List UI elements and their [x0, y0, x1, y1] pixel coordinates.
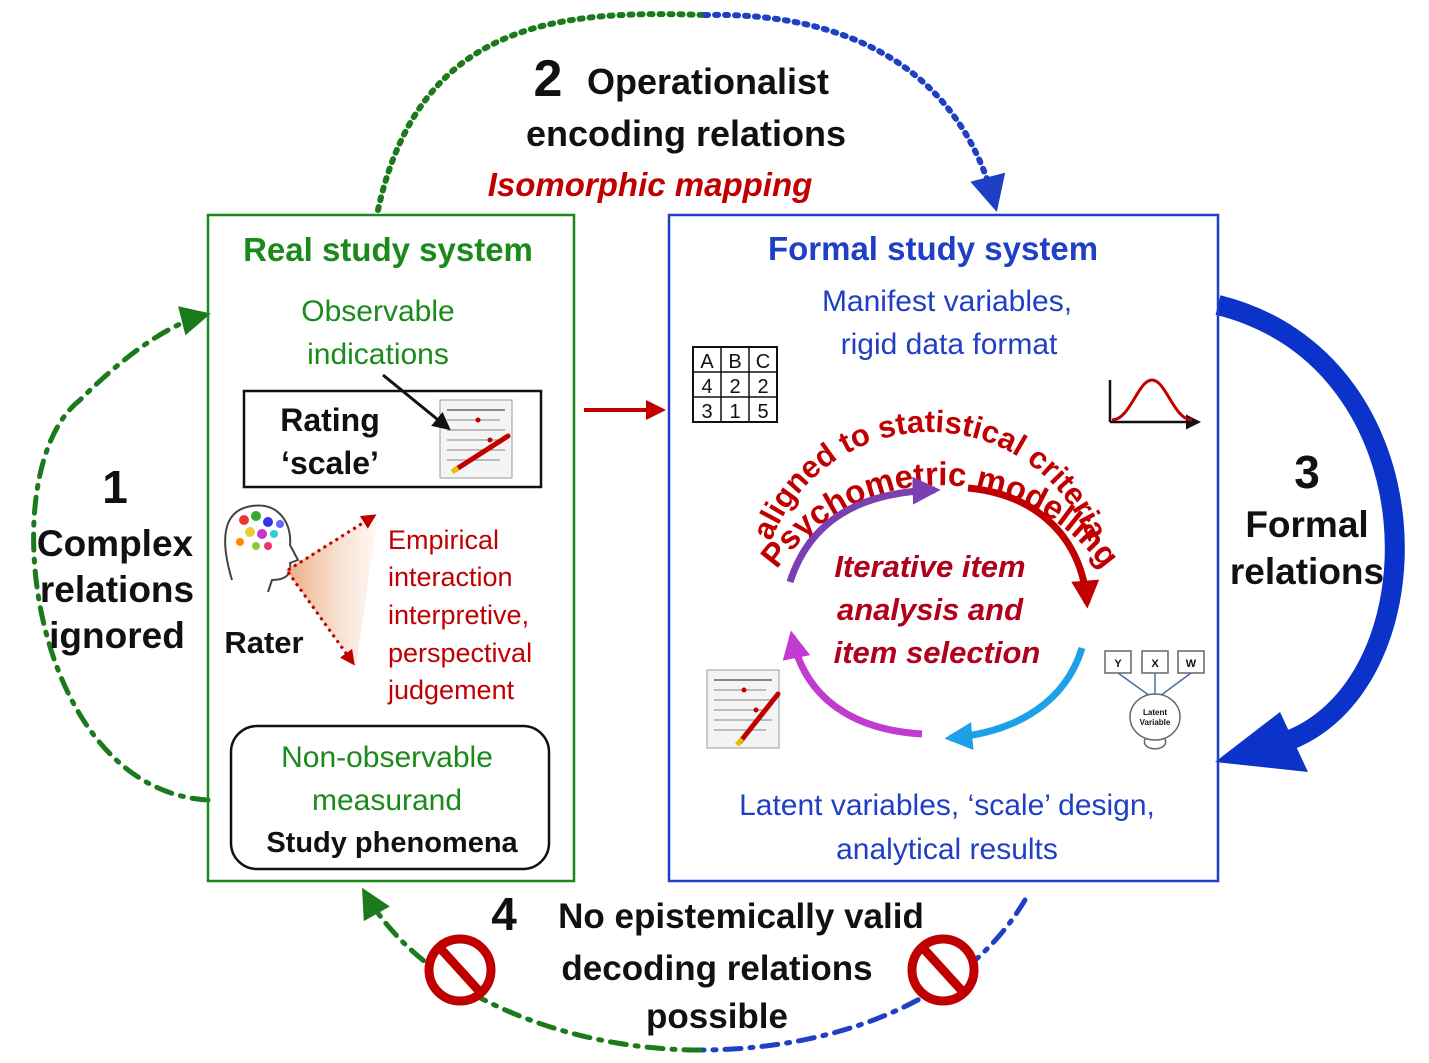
table-cell: 3	[701, 401, 712, 423]
study-phenomena: Study phenomena	[266, 827, 518, 859]
manifest-line1: Manifest variables,	[822, 285, 1072, 318]
observable-pointer-arrow	[382, 373, 451, 431]
relation-2-number: 2	[534, 50, 563, 108]
formal-study-system: Formal study system Manifest variables, …	[667, 213, 1220, 883]
relation-2-title-line2: encoding relations	[526, 113, 846, 154]
relation-2-subtitle: Isomorphic mapping	[488, 166, 813, 203]
decoding-arc-green	[362, 887, 703, 1053]
iterative-line1: Iterative item	[834, 549, 1025, 584]
relation-3-number: 3	[1294, 446, 1320, 498]
empirical-line2: interaction	[388, 562, 513, 592]
table-cell: B	[728, 351, 741, 373]
latent-node-line2: Variable	[1140, 718, 1171, 727]
data-table: A B C 4 2 2 3 1 5	[692, 346, 778, 423]
table-cell: 2	[757, 376, 768, 398]
prohibited-icon-left	[424, 934, 496, 1006]
empirical-line3: interpretive,	[388, 600, 529, 630]
rating-line2: ‘scale’	[281, 445, 379, 481]
model-node-label: Y	[1114, 658, 1122, 670]
judgement-arrow-up	[287, 514, 377, 572]
formal-relations-arrowhead	[1215, 712, 1308, 772]
model-node-label: W	[1186, 658, 1197, 670]
rater-head-icon	[224, 504, 300, 593]
real-system-title: Real study system	[243, 231, 533, 268]
latent-node-line1: Latent	[1143, 708, 1167, 717]
relation-1-number: 1	[102, 461, 128, 513]
cycle-arrow-red	[967, 484, 1100, 609]
formal-relations-arc	[1215, 295, 1405, 750]
iterative-line3: item selection	[834, 635, 1041, 670]
observable-line2: indications	[307, 338, 449, 371]
table-cell: A	[700, 351, 714, 373]
table-cell: 4	[701, 376, 712, 398]
encoding-arc-green	[375, 11, 708, 213]
cycle-arrow-magenta	[782, 630, 923, 738]
complex-relations-arc	[31, 306, 211, 803]
real-study-system: Real study system Observable indications…	[206, 213, 576, 883]
questionnaire-icon	[439, 399, 513, 479]
table-cell: 5	[757, 401, 768, 423]
nonobs-line2: measurand	[312, 784, 462, 817]
nonobs-line1: Non-observable	[281, 741, 493, 774]
observable-line1: Observable	[301, 295, 454, 328]
empirical-line4: perspectival	[388, 638, 532, 668]
table-cell: 1	[729, 401, 740, 423]
model-node-label: X	[1151, 658, 1159, 670]
latent-results-line1: Latent variables, ‘scale’ design,	[739, 789, 1155, 822]
cycle-arrow-purple	[786, 476, 941, 584]
rater-label: Rater	[224, 625, 303, 660]
formal-system-title: Formal study system	[768, 230, 1098, 267]
relation-3-line1: Formal	[1245, 504, 1368, 545]
relation-4-line1: No epistemically valid	[558, 897, 924, 936]
empirical-line1: Empirical	[388, 525, 499, 555]
questionnaire-icon-formal	[706, 669, 781, 749]
table-cell: C	[756, 351, 770, 373]
prohibited-icon-right	[907, 934, 979, 1006]
relation-3-line2: relations	[1230, 551, 1384, 592]
real-system-frame	[206, 213, 576, 883]
manifest-line2: rigid data format	[841, 328, 1058, 361]
distribution-curve-icon	[1108, 378, 1201, 430]
relation-4-line2: decoding relations	[561, 949, 872, 988]
judgement-cone	[286, 513, 378, 667]
encoding-arc-blue	[702, 11, 1006, 212]
iterative-line2: analysis and	[837, 592, 1024, 627]
table-cell: 2	[729, 376, 740, 398]
relation-4-number: 4	[491, 888, 517, 940]
empirical-line5: judgement	[387, 675, 515, 705]
relation-1-line1: Complex	[37, 523, 194, 564]
formal-system-frame	[667, 213, 1220, 883]
relation-1-line3: ignored	[49, 615, 185, 656]
nonobservable-box	[229, 724, 551, 871]
cycle-arrow-lightblue	[944, 646, 1086, 751]
latent-model-icon: Y X W Latent Variable	[1104, 650, 1205, 750]
relation-4-line3: possible	[646, 997, 788, 1036]
relation-2-title-line1: Operationalist	[587, 61, 829, 102]
decoding-arc-blue	[697, 897, 1028, 1053]
relation-1-line2: relations	[40, 569, 194, 610]
latent-results-line2: analytical results	[836, 833, 1058, 866]
judgement-arrow-down	[286, 571, 355, 666]
rating-line1: Rating	[280, 402, 380, 438]
